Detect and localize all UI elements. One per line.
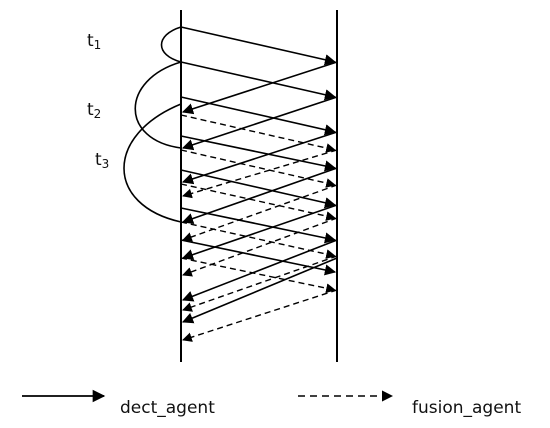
solid-arrow-right	[180, 61, 337, 101]
dashed-arrow-right	[180, 221, 336, 259]
dashed-arrow-right	[180, 257, 336, 294]
time-curve-t3	[123, 103, 182, 223]
legend: dect_agent fusion_agent	[22, 389, 521, 418]
solid-arrow-right	[180, 26, 337, 66]
solid-arrow-right	[180, 169, 337, 209]
solid-arrow-right	[180, 96, 337, 136]
t1-label: t1	[87, 31, 101, 52]
dect-agent-arrows	[180, 26, 338, 324]
legend-dashed-label: fusion_agent	[412, 398, 521, 418]
solid-arrow-left	[181, 96, 338, 151]
dashed-arrow-left	[182, 149, 338, 199]
time-curve-t1	[160, 26, 182, 63]
dashed-arrow-left	[182, 184, 338, 242]
solid-arrow-left	[181, 131, 338, 185]
solid-arrow-right	[180, 239, 337, 276]
dashed-arrow-right	[180, 183, 336, 221]
dashed-arrow-left	[182, 217, 338, 277]
dashed-arrow-right	[180, 149, 336, 188]
solid-arrow-left	[181, 61, 338, 115]
solid-arrow-left	[181, 167, 338, 224]
fusion-agent-arrows	[180, 114, 338, 342]
legend-solid-label: dect_agent	[120, 398, 215, 418]
dashed-arrow-right	[180, 114, 336, 153]
time-curve-t2	[134, 61, 182, 149]
solid-arrow-left	[181, 239, 338, 302]
t2-label: t2	[87, 100, 101, 121]
solid-arrow-left	[181, 257, 338, 324]
dashed-arrow-left	[182, 255, 338, 312]
solid-arrow-left	[181, 204, 338, 261]
dashed-arrow-left	[182, 289, 338, 342]
solid-arrow-right	[180, 135, 337, 172]
t3-label: t3	[95, 150, 109, 171]
